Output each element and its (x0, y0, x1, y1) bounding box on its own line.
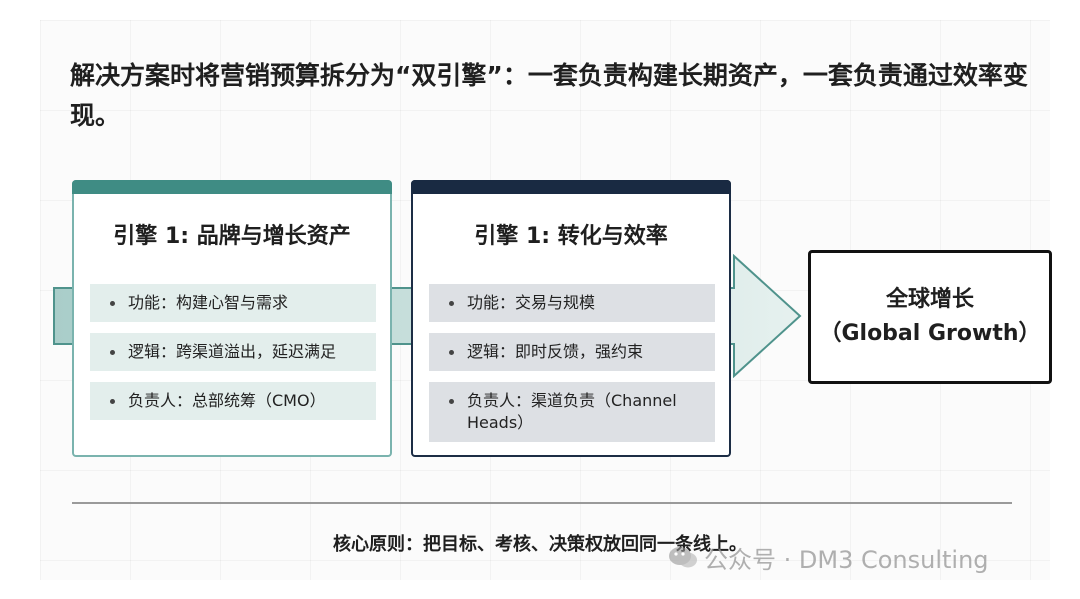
engine-card-brand: 引擎 1: 品牌与增长资产 功能：构建心智与需求 逻辑：跨渠道溢出，延迟满足 负… (72, 180, 392, 457)
divider (72, 502, 1012, 504)
watermark: 公众号 · DM3 Consulting (668, 540, 989, 575)
engine-card-conversion: 引擎 1: 转化与效率 功能：交易与规模 逻辑：即时反馈，强约束 负责人：渠道负… (411, 180, 731, 457)
card-header-bar (72, 180, 392, 194)
card-header-bar (411, 180, 731, 194)
engine-item-logic: 逻辑：即时反馈，强约束 (429, 333, 715, 371)
engine-item-logic: 逻辑：跨渠道溢出，延迟满足 (90, 333, 376, 371)
wechat-icon (669, 546, 697, 567)
engine-item-function: 功能：交易与规模 (429, 284, 715, 322)
engine-item-function: 功能：构建心智与需求 (90, 284, 376, 322)
engine-title: 引擎 1: 品牌与增长资产 (113, 224, 351, 249)
watermark-text: 公众号 · DM3 Consulting (704, 546, 989, 574)
engine-title: 引擎 1: 转化与效率 (474, 224, 668, 249)
goal-box: 全球增长 （Global Growth） (808, 250, 1052, 384)
headline: 解决方案时将营销预算拆分为“双引擎”：一套负责构建长期资产，一套负责通过效率变现… (70, 61, 1028, 130)
engine-item-owner: 负责人：渠道负责（Channel Heads） (429, 382, 715, 442)
engine-item-owner: 负责人：总部统筹（CMO） (90, 382, 376, 420)
goal-subtitle: （Global Growth） (819, 321, 1041, 346)
goal-title: 全球增长 (885, 287, 974, 312)
core-principle: 核心原则：把目标、考核、决策权放回同一条线上。 (333, 534, 747, 555)
